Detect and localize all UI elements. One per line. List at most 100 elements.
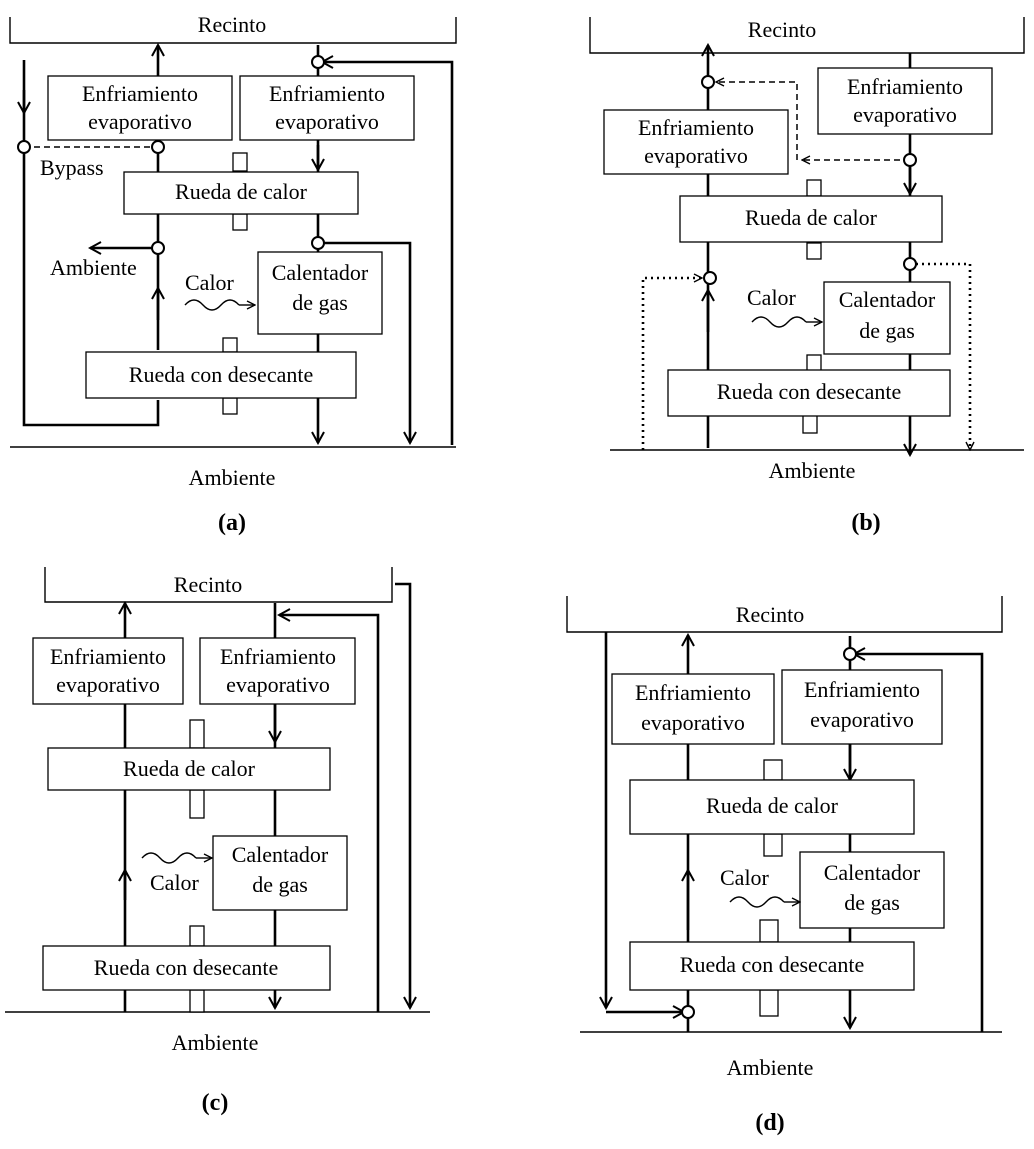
panel-c-calor-label: Calor: [150, 870, 200, 895]
panel-b-desiccant-shaft-top: [806, 354, 822, 372]
panel-c-heat-wheel-shaft-top: [189, 719, 205, 749]
panel-a-evap-left-box: [47, 75, 233, 141]
panel-a-damper-left: [17, 140, 31, 154]
panel-c-exhaust-loop: [395, 582, 410, 1008]
panel-a-heat-wave: [184, 299, 240, 311]
panel-b-evap-left-line2: evaporativo: [644, 143, 748, 168]
panel-d-evap-left-box: [611, 673, 775, 745]
panel-c-recinto-label: Recinto: [174, 572, 242, 597]
panel-a-evap-left-line2: evaporativo: [88, 109, 192, 134]
panel-a-outside-air-loop: [322, 62, 454, 445]
panel-c-ambiente-label: Ambiente: [172, 1030, 259, 1055]
panel-b-caption: (b): [851, 510, 880, 536]
panel-c-heat-wheel-box: [47, 747, 331, 791]
panel-a-damper-top-right: [311, 55, 325, 69]
panel-d-heat-wheel-box: [629, 779, 915, 835]
panel-b-damper-top-left: [701, 75, 715, 89]
panel-a-evap-right-line2: evaporativo: [275, 109, 379, 134]
panel-b-heater-line2: de gas: [859, 318, 915, 343]
panel-a-heat-wheel-shaft-top: [232, 152, 248, 172]
panel-a-evap-right-box: [239, 75, 415, 141]
panel-c-caption: (c): [202, 1090, 229, 1116]
panel-c-desiccant-box: [42, 945, 331, 991]
panel-b-evap-right-line1: Enfriamiento: [847, 74, 963, 99]
panel-b-damper-right-upper: [903, 153, 917, 167]
panel-b-desiccant-shaft-bottom: [802, 414, 818, 434]
panel-d-heat-wheel-shaft-top: [763, 759, 783, 781]
panel-a-heater-box: [257, 251, 383, 335]
panel-a-heater-line2: de gas: [292, 290, 348, 315]
panel-d-heat-wheel-shaft-bottom: [763, 833, 783, 857]
panel-c-heater-line2: de gas: [252, 872, 308, 897]
panel-a-exhaust-bypass: [318, 241, 410, 443]
panel-a-damper-ambient: [151, 241, 165, 255]
panel-b-heat-wave: [751, 316, 807, 328]
panel-c-evap-right-box: [199, 637, 356, 705]
panel-a-evap-left-line1: Enfriamiento: [82, 81, 198, 106]
panel-d-caption: (d): [755, 1110, 784, 1136]
panel-c-evap-left-line1: Enfriamiento: [50, 644, 166, 669]
panel-d-heat-wheel-label: Rueda de calor: [706, 793, 839, 818]
panel-b-ambiente-label: Ambiente: [769, 458, 856, 483]
panel-c-evap-left-line2: evaporativo: [56, 672, 160, 697]
panel-d-desiccant-shaft-top: [759, 919, 779, 943]
panel-a-ambiente-label: Ambiente: [189, 465, 276, 490]
panel-d-evap-right-line2: evaporativo: [810, 707, 914, 732]
panel-b-evap-left-line1: Enfriamiento: [638, 115, 754, 140]
panel-b-desiccant-box: [667, 369, 951, 417]
panel-b-dotted-right: [910, 262, 970, 450]
panel-a-damper-exhaust: [311, 236, 325, 250]
panel-c-heat-wheel-shaft-bottom: [189, 789, 205, 819]
panel-b-calor-label: Calor: [747, 285, 797, 310]
panel-d-recinto-label: Recinto: [736, 602, 804, 627]
panel-d-heater-box: [799, 851, 945, 929]
panel-a-calor-label: Calor: [185, 270, 235, 295]
panel-d-recinto-bracket: [566, 596, 1003, 633]
panel-d-desiccant-box: [629, 941, 915, 991]
panel-a: Recinto Ambiente (a) Enfriamiento evapor…: [9, 12, 457, 536]
panel-a-desiccant-box: [85, 351, 357, 399]
panel-a-desiccant-shaft-bottom: [222, 397, 238, 415]
panel-d-evap-right-line1: Enfriamiento: [804, 677, 920, 702]
panel-a-heat-wheel-label: Rueda de calor: [175, 179, 308, 204]
panel-a-heat-wheel-box: [123, 171, 359, 215]
panel-a-ambiente-side-label: Ambiente: [50, 255, 137, 280]
panel-c-heat-wheel-label: Rueda de calor: [123, 756, 256, 781]
panel-c: Recinto Ambiente (c) Enfriamiento evapor…: [5, 567, 430, 1116]
panel-a-evap-right-line1: Enfriamiento: [269, 81, 385, 106]
panel-a-recinto-label: Recinto: [198, 12, 266, 37]
panel-d-heat-wave: [729, 896, 785, 908]
panel-a-recinto-bracket: [9, 17, 457, 44]
panel-b-evap-right-line2: evaporativo: [853, 102, 957, 127]
panel-a-caption: (a): [218, 510, 246, 536]
panel-b-evap-right-box: [817, 67, 993, 135]
panel-b-recinto-bracket: [589, 17, 1025, 54]
panel-c-outside-air-loop: [279, 615, 380, 1012]
panel-c-heat-wave: [141, 852, 197, 864]
panel-c-evap-right-line1: Enfriamiento: [220, 644, 336, 669]
panel-c-evap-right-line2: evaporativo: [226, 672, 330, 697]
panel-d-desiccant-shaft-bottom: [759, 989, 779, 1017]
panel-a-heater-line1: Calentador: [272, 260, 369, 285]
panel-d-outside-air-loop: [854, 654, 984, 1032]
panel-a-heat-wheel-shaft-bottom: [232, 213, 248, 231]
panel-a-bypass-label: Bypass: [40, 155, 104, 180]
panel-d-damper-bottom-left: [681, 1005, 695, 1019]
panel-b-dotted-left: [641, 278, 702, 450]
panel-a-desiccant-label: Rueda con desecante: [129, 362, 313, 387]
panel-d-evap-left-line1: Enfriamiento: [635, 680, 751, 705]
panel-b-heat-wheel-label: Rueda de calor: [745, 205, 878, 230]
panel-b-dashed-upper: [716, 82, 798, 160]
panel-c-heater-box: [212, 835, 348, 911]
panel-b-evap-left-box: [603, 109, 789, 175]
panel-d-damper-top-right: [843, 647, 857, 661]
panel-b-heat-wheel-box: [679, 195, 943, 243]
panel-c-desiccant-shaft-top: [189, 925, 205, 947]
panel-d: Recinto Ambiente (d) Enfriamiento evapor…: [566, 596, 1003, 1136]
panel-c-recinto-bracket: [44, 567, 393, 603]
panel-d-heater-line1: Calentador: [824, 860, 921, 885]
panel-a-left-loop: [22, 90, 160, 427]
panel-c-heater-line1: Calentador: [232, 842, 329, 867]
panel-a-damper-bypass: [151, 140, 165, 154]
